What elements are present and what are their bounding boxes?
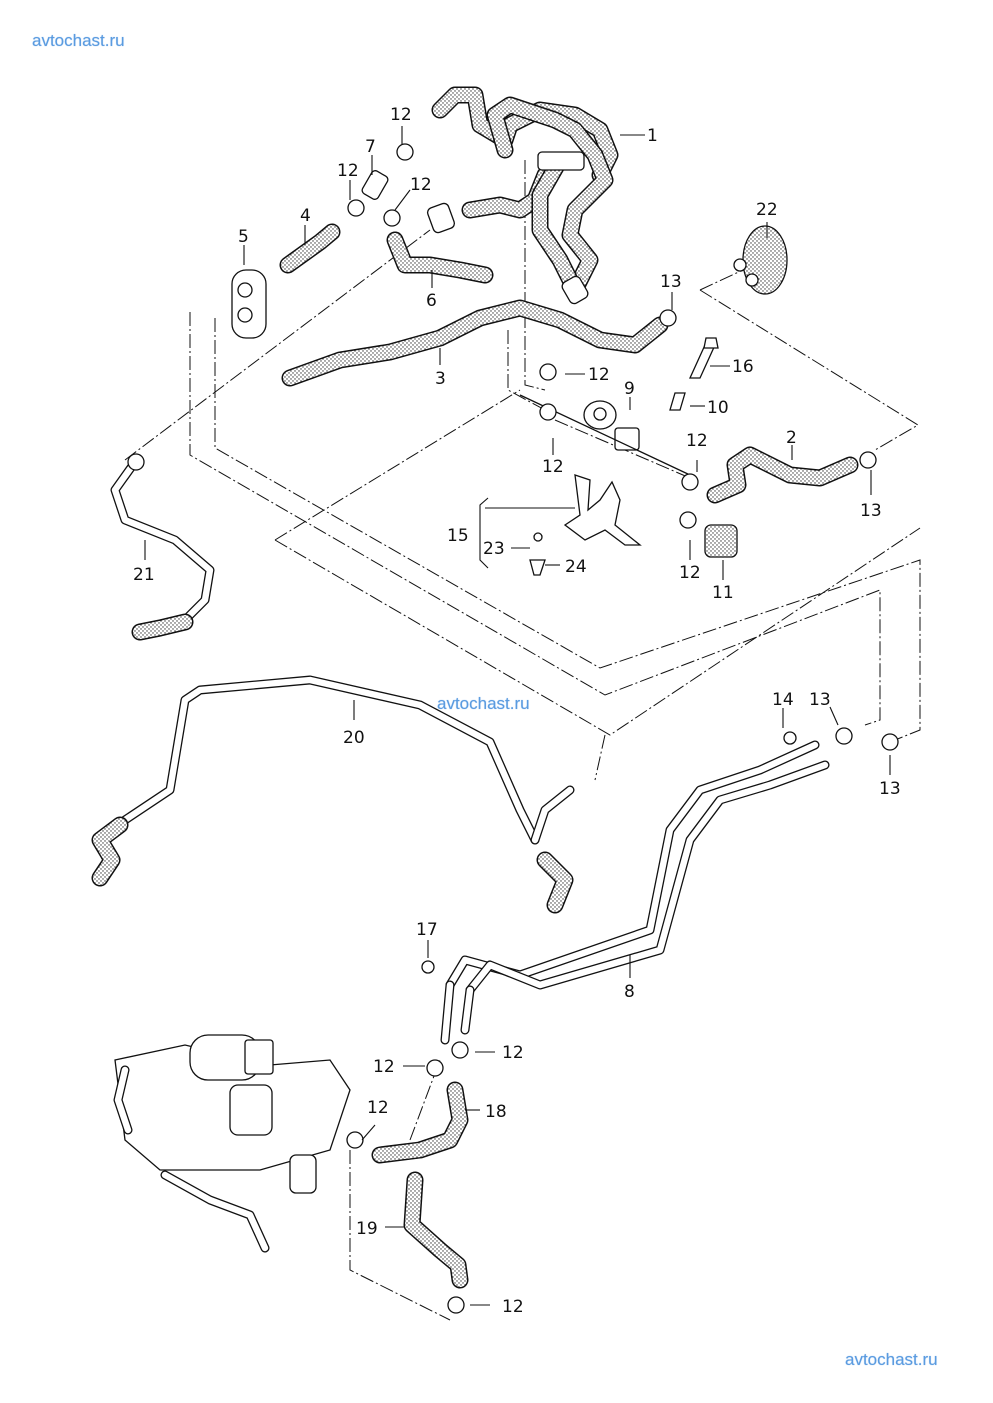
part-10-sleeve [669,392,686,411]
clamp-icon [127,453,145,471]
part-16-bolt [688,337,719,379]
callout-12-k: 12 [502,1297,524,1317]
watermark-top-left: avtochast.ru [32,31,125,50]
part-5-grommet [231,269,267,339]
clamp-icon [681,473,699,491]
callout-12-b: 12 [337,161,359,181]
clamp-icon [859,451,877,469]
part-22-grommet [733,225,788,295]
part-11-cap [704,524,738,558]
callout-22: 22 [756,200,778,220]
part-1-hose-bundle [426,86,619,305]
part-4-hose [279,223,341,274]
clamp-icon [346,1131,364,1149]
watermark-bottom-right: avtochast.ru [845,1350,938,1369]
callout-12-d: 12 [588,365,610,385]
part-19-hose [403,1171,469,1289]
clamp-icon [835,727,853,745]
callout-8: 8 [624,982,635,1002]
callout-17: 17 [416,920,438,940]
callout-13-d: 13 [879,779,901,799]
callout-7: 7 [365,137,376,157]
clamp-icon [347,199,365,217]
callout-labels: 1 2 3 4 5 6 7 8 9 10 11 12 12 12 12 12 1… [133,105,901,1317]
leader-lines [144,126,891,1306]
callout-12-j: 12 [367,1098,389,1118]
callout-1: 1 [647,126,658,146]
clamp-icon [539,403,557,421]
callout-3: 3 [435,369,446,389]
watermark-center: avtochast.ru [437,694,530,713]
callout-20: 20 [343,728,365,748]
clamp-icon [383,209,401,227]
callout-12-e: 12 [542,457,564,477]
clamp-icon [396,143,414,161]
callout-6: 6 [426,291,437,311]
part-2-hose [706,446,859,504]
clamp-icon [659,309,677,327]
callout-24: 24 [565,557,587,577]
callout-12-f: 12 [686,431,708,451]
part-18-hose [371,1081,469,1164]
nut-17-icon [421,960,435,974]
callout-19: 19 [356,1219,378,1239]
screw-14-icon [783,731,797,745]
callout-13-a: 13 [660,272,682,292]
callout-23: 23 [483,539,505,559]
callout-12-c: 12 [410,175,432,195]
callout-11: 11 [712,583,734,603]
callout-15: 15 [447,526,469,546]
callout-12-a: 12 [390,105,412,125]
callout-12-h: 12 [373,1057,395,1077]
callout-18: 18 [485,1102,507,1122]
part-21-pipe [110,457,215,641]
callout-14: 14 [772,690,794,710]
callout-10: 10 [707,398,729,418]
part-8-pipes [440,740,830,1045]
callout-4: 4 [300,206,311,226]
clamp-icon [426,1059,444,1077]
part-20-pipe [91,675,575,914]
clamp-icon [539,363,557,381]
part-7-connector [361,170,389,200]
heater-unit [113,1034,351,1253]
part-6-hose [386,231,494,284]
part-15-bracket [529,474,642,576]
callout-12-i: 12 [502,1043,524,1063]
callout-21: 21 [133,565,155,585]
clamp-icon [447,1296,465,1314]
clamps [127,143,899,1314]
callout-9: 9 [624,379,635,399]
clamp-icon [881,733,899,751]
part-3-hose [281,299,669,387]
callout-5: 5 [238,227,249,247]
callout-16: 16 [732,357,754,377]
callout-2: 2 [786,428,797,448]
callout-13-b: 13 [860,501,882,521]
callout-12-g: 12 [679,563,701,583]
clamp-icon [451,1041,469,1059]
callout-13-c: 13 [809,690,831,710]
clamp-icon [679,511,697,529]
